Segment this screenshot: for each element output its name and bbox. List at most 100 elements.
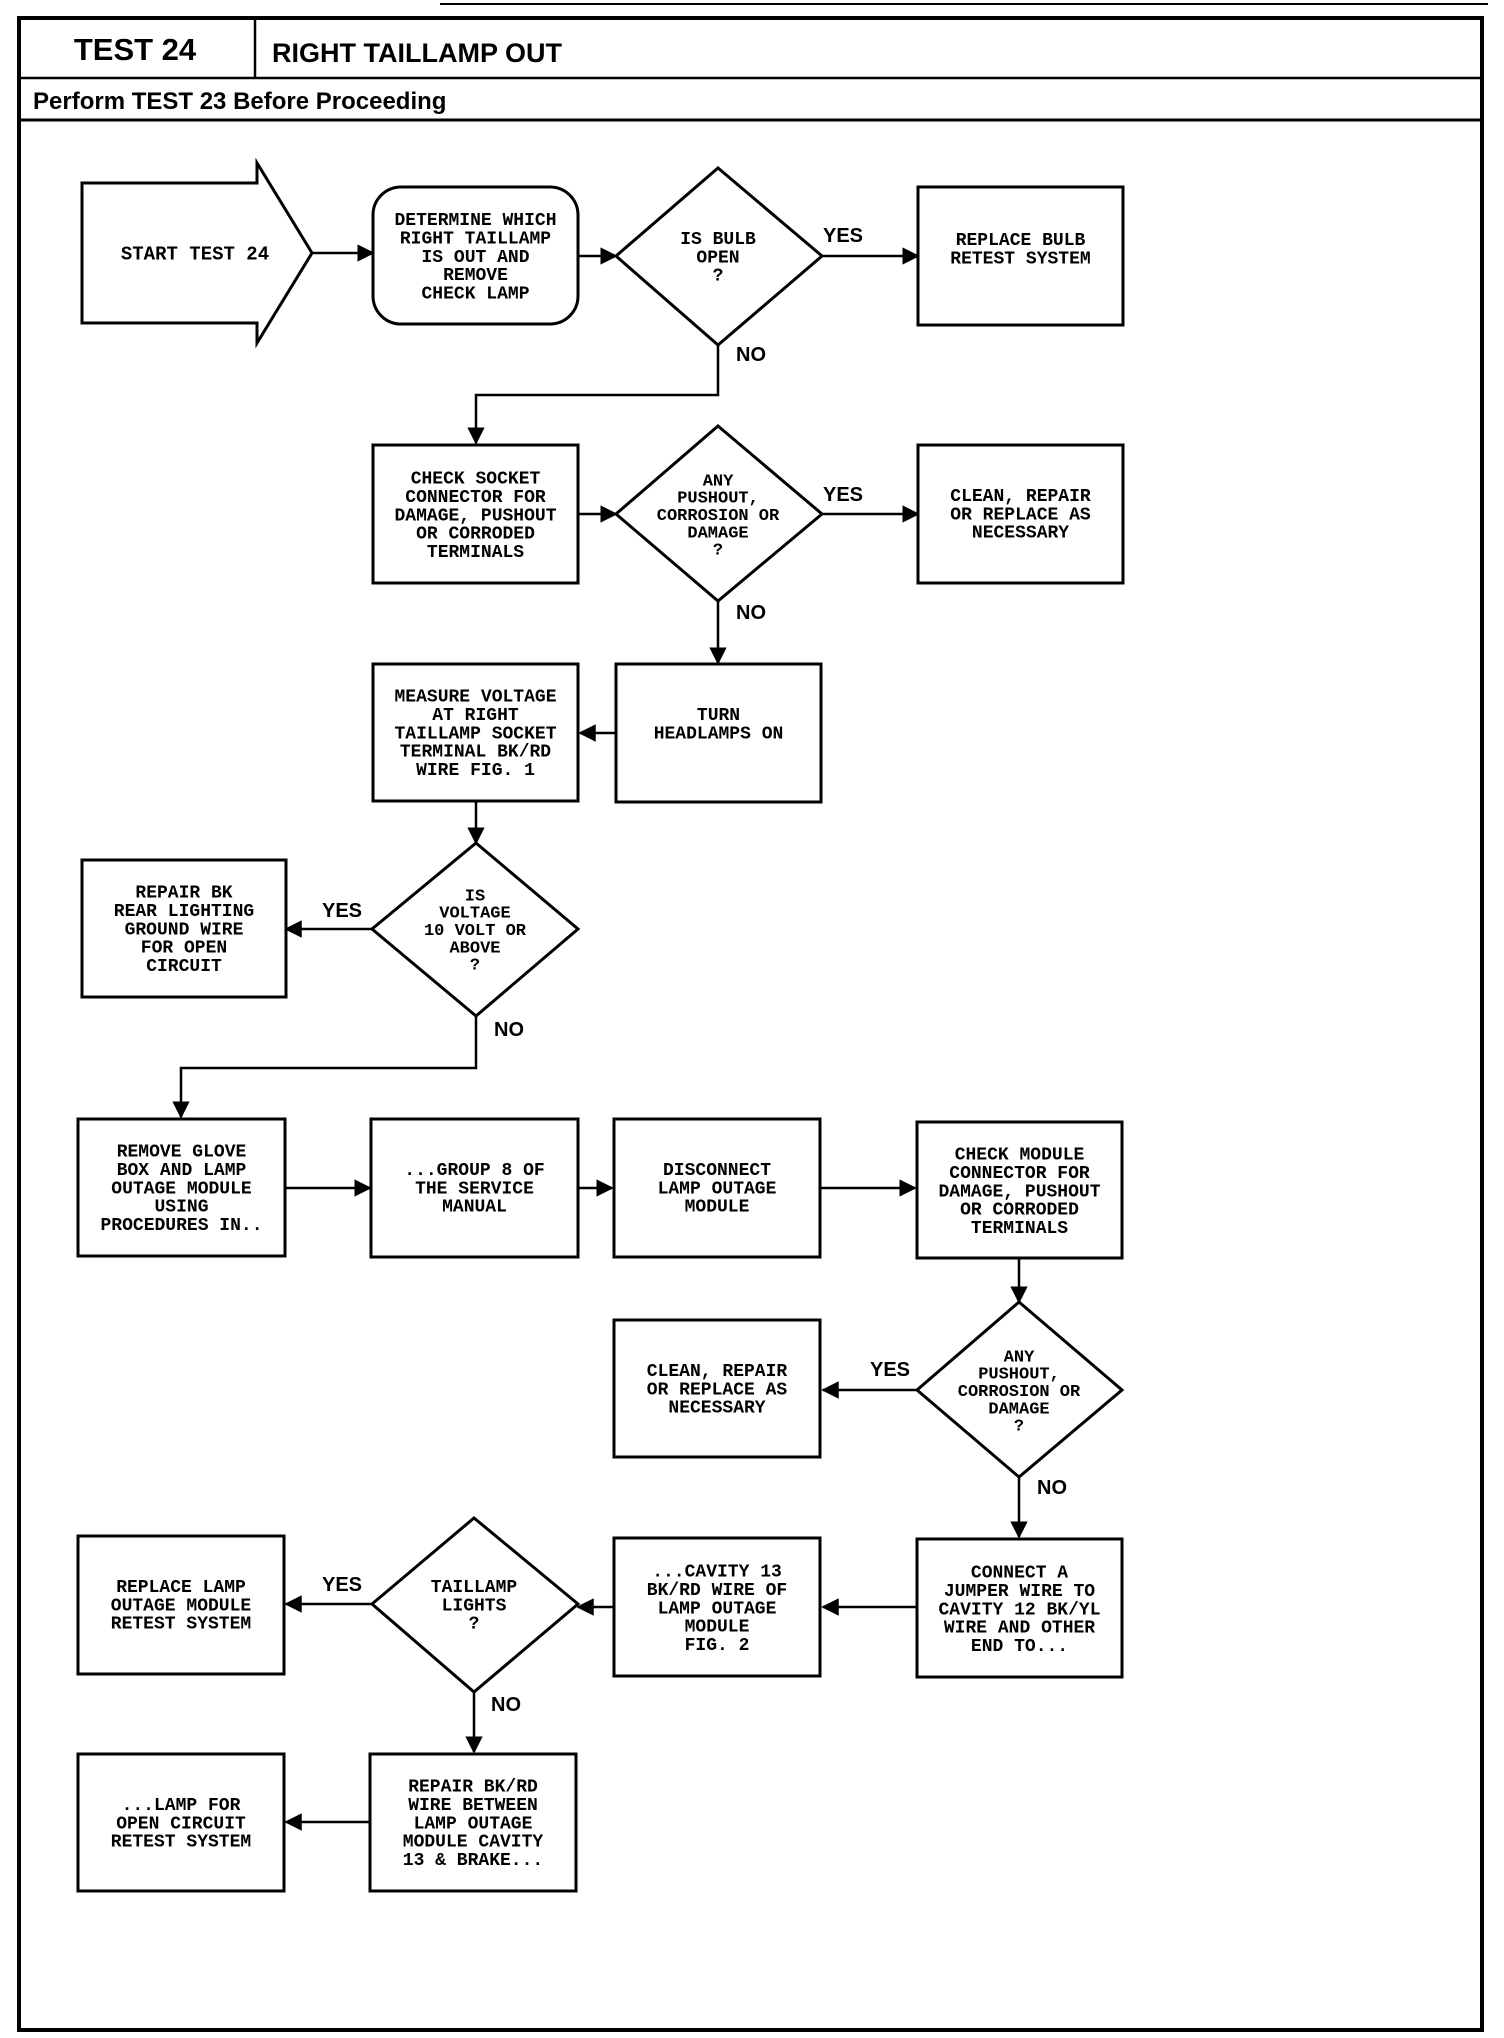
node-text-line: RETEST SYSTEM xyxy=(950,250,1090,270)
edge-label-yes: YES xyxy=(823,225,863,247)
node-text-line: OPEN CIRCUIT xyxy=(116,1814,246,1834)
node-text-line: WIRE AND OTHER xyxy=(944,1619,1095,1639)
node-text-line: REMOVE xyxy=(443,266,508,286)
node-text-line: ...CAVITY 13 xyxy=(652,1563,782,1583)
node-text-line: USING xyxy=(154,1198,208,1218)
node-text-line: WIRE BETWEEN xyxy=(408,1796,538,1816)
node-text-line: RETEST SYSTEM xyxy=(111,1833,251,1853)
node-text-line: FOR OPEN xyxy=(141,939,227,959)
node-text-line: JUMPER WIRE TO xyxy=(944,1582,1095,1602)
node-text-line: CONNECTOR FOR xyxy=(949,1164,1090,1184)
arrow-voltage-no xyxy=(172,1016,478,1119)
start-node: START TEST 24 xyxy=(80,157,314,349)
node-text-line: ...GROUP 8 OF xyxy=(404,1161,544,1181)
node-text-line: CHECK LAMP xyxy=(421,285,529,305)
node-text-line: MODULE xyxy=(685,1618,750,1638)
edge-label-no: NO xyxy=(494,1019,524,1041)
edge-label-yes: YES xyxy=(322,900,362,922)
node-text-line: LAMP OUTAGE xyxy=(658,1599,777,1619)
node-text-line: THE SERVICE xyxy=(415,1179,534,1199)
node-text-line: TERMINALS xyxy=(427,543,524,563)
edge-label-yes: YES xyxy=(322,1574,362,1596)
node-text-line: ? xyxy=(1014,1418,1024,1437)
node-text-line: TAILLAMP xyxy=(431,1578,518,1598)
node-text-line: OR REPLACE AS xyxy=(647,1380,788,1400)
node-text-line: RETEST SYSTEM xyxy=(111,1615,251,1635)
node-text-line: END TO... xyxy=(971,1637,1068,1657)
node-text-line: FIG. 2 xyxy=(685,1636,750,1656)
node-text-line: LAMP OUTAGE xyxy=(414,1814,533,1834)
node-text-line: PROCEDURES IN.. xyxy=(100,1216,262,1236)
node-text-line: CAVITY 12 BK/YL xyxy=(938,1600,1100,1620)
page-title: RIGHT TAILLAMP OUT xyxy=(272,38,562,68)
node-text-line: TAILLAMP SOCKET xyxy=(394,724,556,744)
node-text-line: ? xyxy=(713,267,724,287)
node-text-line: IS xyxy=(465,887,485,906)
arrow-bulb-no xyxy=(467,345,720,445)
node-text-line: CONNECTOR FOR xyxy=(405,488,546,508)
node-text-line: CLEAN, REPAIR xyxy=(647,1362,788,1382)
node-text-line: OR REPLACE AS xyxy=(950,505,1091,525)
flow-connectors xyxy=(172,244,1028,1831)
node-text-line: REAR LIGHTING xyxy=(114,902,254,922)
node-text-line: VOLTAGE xyxy=(439,905,510,924)
node-text-line: NECESSARY xyxy=(668,1399,765,1419)
node-text-line: HEADLAMPS ON xyxy=(654,725,784,745)
page-subtitle: Perform TEST 23 Before Proceeding xyxy=(33,88,446,115)
node-text-line: REPAIR BK/RD xyxy=(408,1778,538,1798)
node-text-line: WIRE FIG. 1 xyxy=(416,761,535,781)
node-text-line: CONNECT A xyxy=(971,1564,1068,1584)
node-text-line: RIGHT TAILLAMP xyxy=(400,229,551,249)
node-text-line: LIGHTS xyxy=(442,1596,507,1616)
edge-label-no: NO xyxy=(736,602,766,624)
node-text-line: IS OUT AND xyxy=(421,248,529,268)
node-text-line: MODULE xyxy=(685,1198,750,1218)
node-text-line: GROUND WIRE xyxy=(125,920,244,940)
node-text-line: OR CORRODED xyxy=(416,525,535,545)
node-text-line: REMOVE GLOVE xyxy=(117,1143,247,1163)
node-text-line: BK/RD WIRE OF xyxy=(647,1581,787,1601)
node-text-line: 10 VOLT OR xyxy=(424,922,527,941)
node-text-line: OPEN xyxy=(696,248,739,268)
node-text-line: OR CORRODED xyxy=(960,1201,1079,1221)
test-number: TEST 24 xyxy=(74,32,197,67)
node-text-line: DAMAGE, PUSHOUT xyxy=(938,1182,1100,1202)
edge-label-no: NO xyxy=(491,1694,521,1716)
node-text-line: MODULE CAVITY xyxy=(403,1833,544,1853)
edge-label-no: NO xyxy=(736,344,766,366)
node-text-line: START TEST 24 xyxy=(121,244,269,266)
node-text-line: CHECK SOCKET xyxy=(411,470,541,490)
node-text-line: ? xyxy=(470,957,480,976)
node-text-line: NECESSARY xyxy=(972,524,1069,544)
node-text-line: ...LAMP FOR xyxy=(122,1796,241,1816)
page-frame xyxy=(17,3,1488,2032)
node-text-line: ? xyxy=(469,1615,480,1635)
node-text-line: MANUAL xyxy=(442,1198,507,1218)
node-text-line: DAMAGE xyxy=(687,524,748,543)
node-text-line: TURN xyxy=(697,706,740,726)
